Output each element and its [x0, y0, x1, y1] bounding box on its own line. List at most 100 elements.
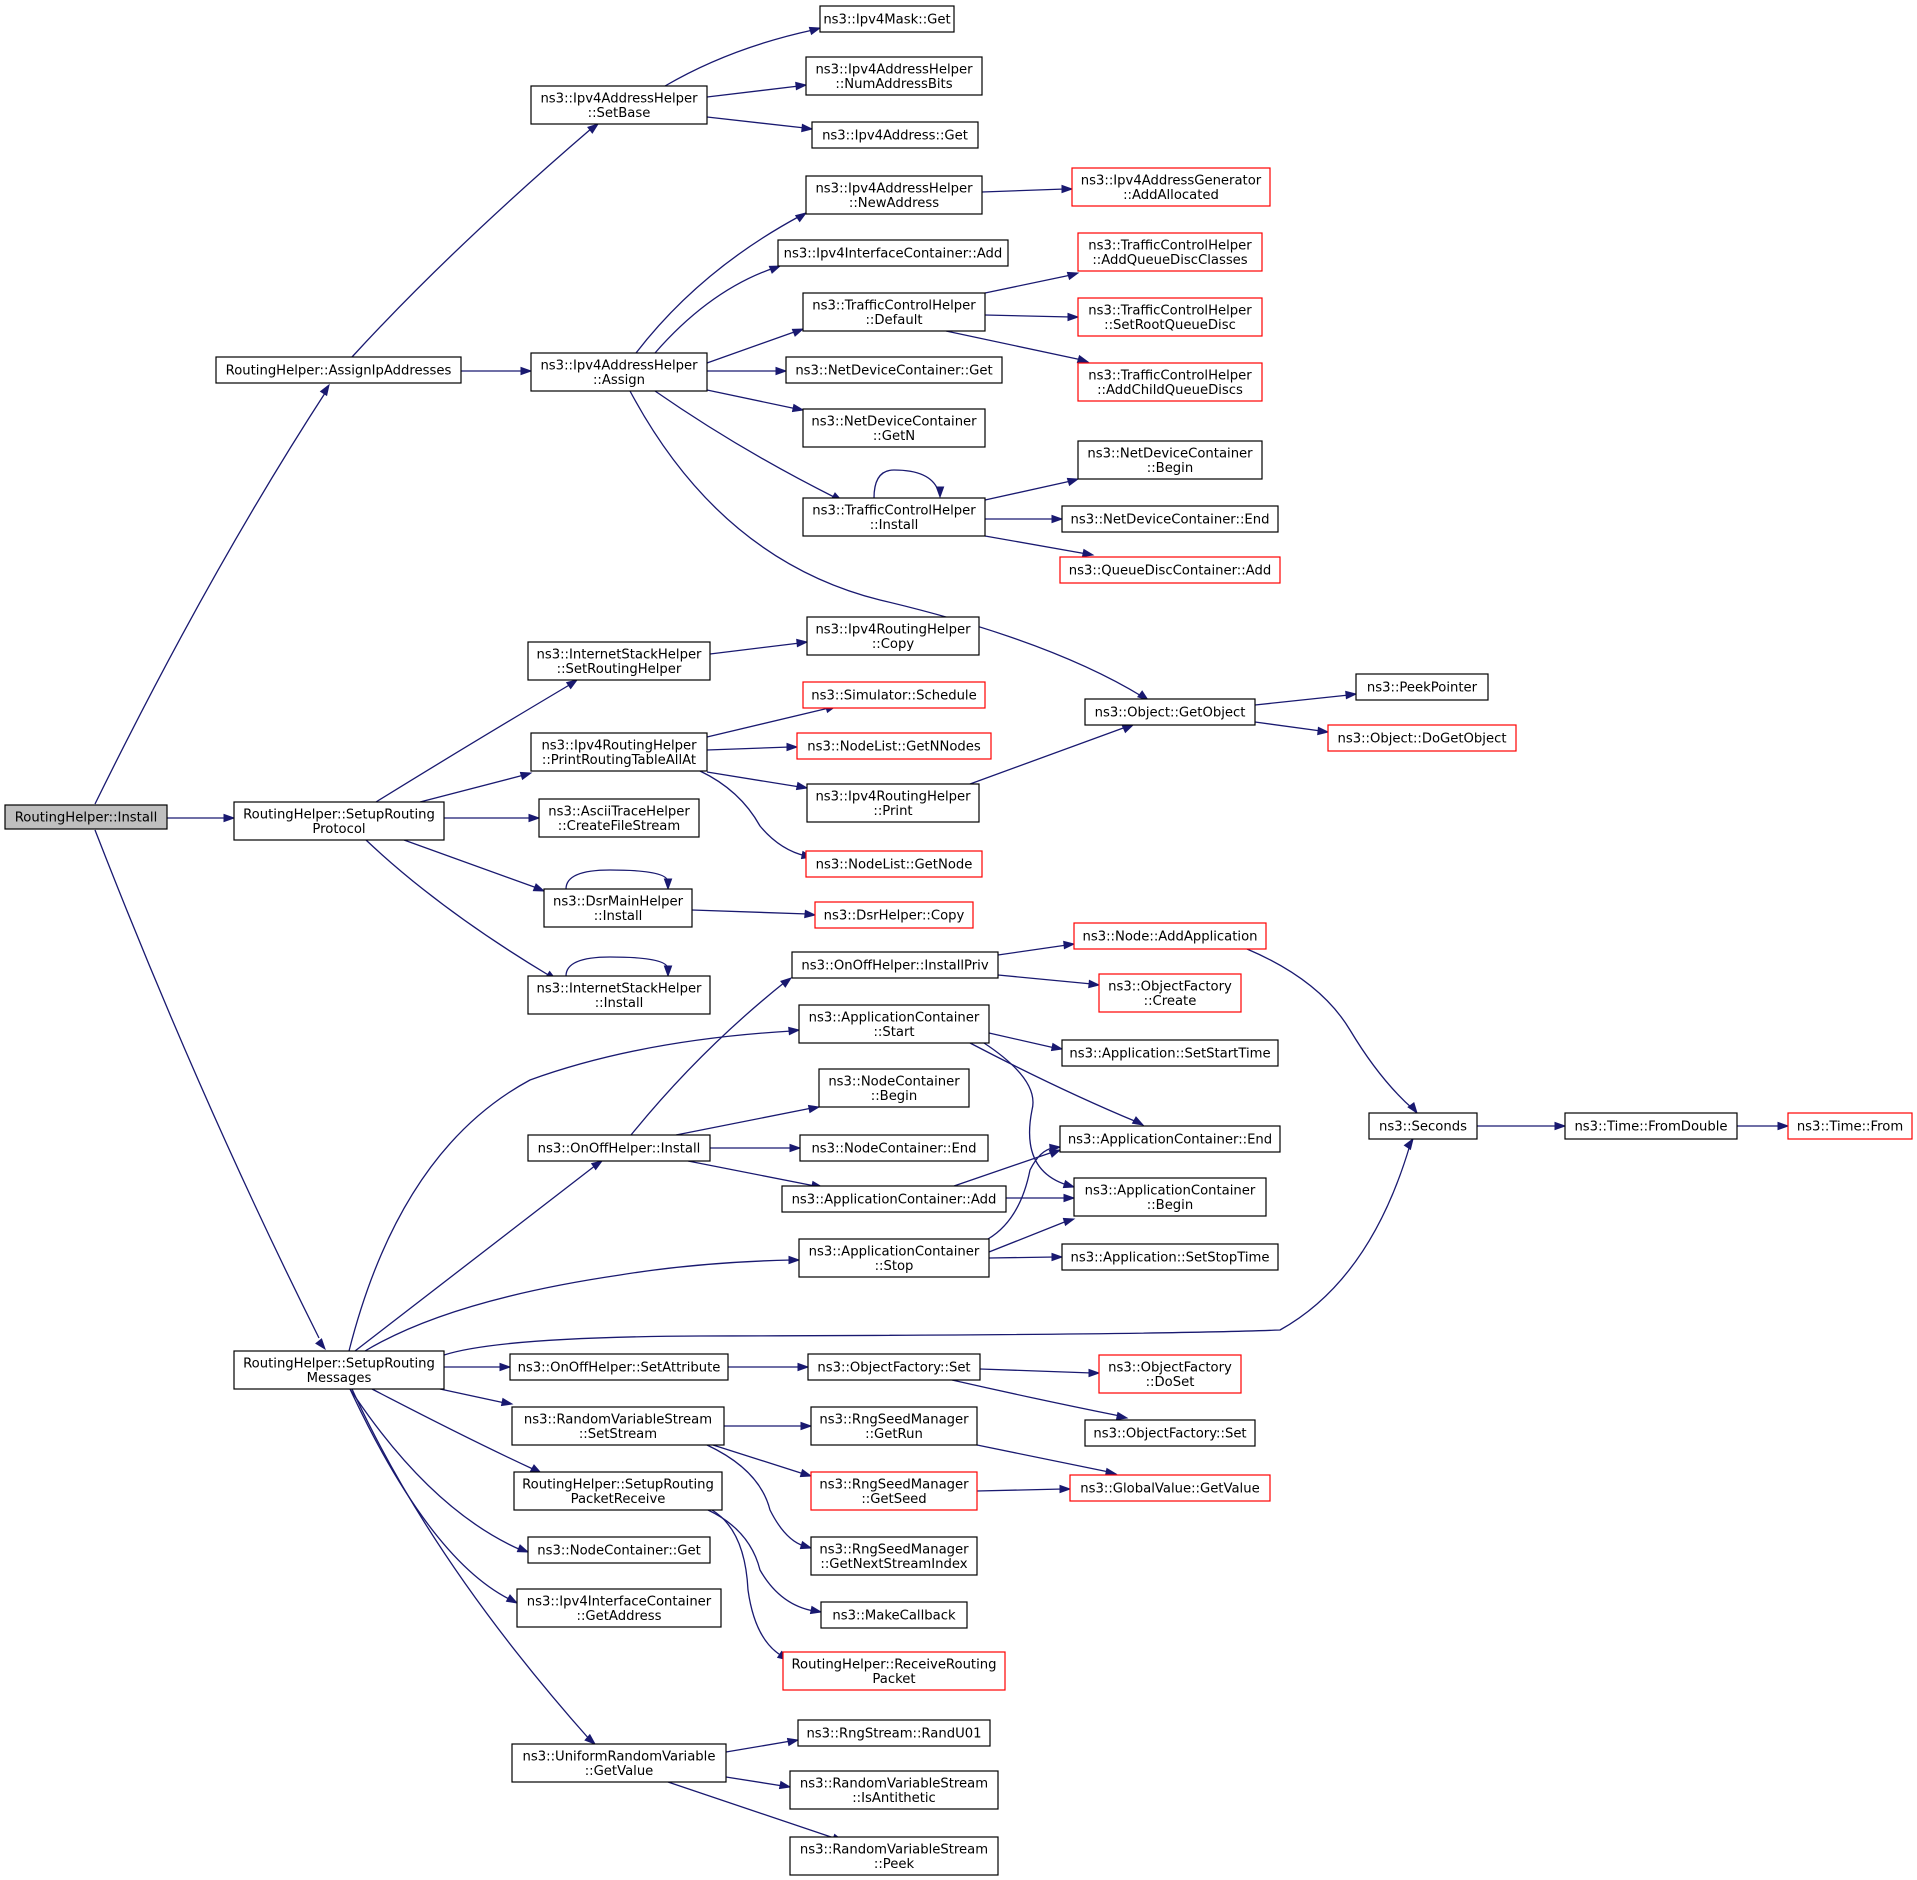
graph-node-appc-add[interactable]: ns3::ApplicationContainer::Add	[781, 1185, 1007, 1213]
graph-node-dsrhelper-copy[interactable]: ns3::DsrHelper::Copy	[814, 901, 974, 929]
graph-node-node-addapp[interactable]: ns3::Node::AddApplication	[1073, 922, 1267, 950]
graph-node-ipv4ah-assign[interactable]: ns3::Ipv4AddressHelper::Assign	[530, 352, 708, 392]
graph-node-ndc-get[interactable]: ns3::NetDeviceContainer::Get	[785, 356, 1003, 384]
graph-node-appc-stop[interactable]: ns3::ApplicationContainer::Stop	[798, 1238, 990, 1278]
graph-node-rvs-setstream[interactable]: ns3::RandomVariableStream::SetStream	[511, 1406, 725, 1446]
graph-node-assignip[interactable]: RoutingHelper::AssignIpAddresses	[215, 356, 462, 384]
graph-node-seconds[interactable]: ns3::Seconds	[1368, 1112, 1478, 1140]
graph-node-ndc-end[interactable]: ns3::NetDeviceContainer::End	[1061, 505, 1279, 533]
graph-node-appc-end[interactable]: ns3::ApplicationContainer::End	[1059, 1125, 1281, 1153]
graph-node-of-doset[interactable]: ns3::ObjectFactory::DoSet	[1098, 1354, 1242, 1394]
graph-node-ish-install[interactable]: ns3::InternetStackHelper::Install	[527, 975, 711, 1015]
graph-node-makecallback[interactable]: ns3::MakeCallback	[820, 1601, 968, 1629]
node-label: ns3::NodeList::GetNode	[816, 858, 973, 873]
graph-node-nl-getnode[interactable]: ns3::NodeList::GetNode	[805, 850, 983, 878]
arrowhead	[791, 403, 805, 413]
graph-node-time-from[interactable]: ns3::Time::From	[1787, 1112, 1913, 1140]
graph-node-qdc-add[interactable]: ns3::QueueDiscContainer::Add	[1059, 556, 1281, 584]
arrowhead	[1051, 514, 1064, 524]
graph-node-appc-begin[interactable]: ns3::ApplicationContainer::Begin	[1073, 1177, 1267, 1217]
call-edge-setuproutingprot-to-ascii_cfs	[444, 813, 541, 823]
graph-node-nc-end[interactable]: ns3::NodeContainer::End	[799, 1134, 989, 1162]
graph-node-printrtall[interactable]: ns3::Ipv4RoutingHelper::PrintRoutingTabl…	[530, 732, 708, 772]
node-label: ::NumAddressBits	[835, 77, 952, 92]
graph-node-onoff-setattr[interactable]: ns3::OnOffHelper::SetAttribute	[509, 1353, 729, 1381]
graph-node-rsm-getnextsi[interactable]: ns3::RngSeedManager::GetNextStreamIndex	[810, 1536, 978, 1576]
graph-node-ipv4ic-add[interactable]: ns3::Ipv4InterfaceContainer::Add	[777, 239, 1009, 267]
node-label: RoutingHelper::SetupRouting	[522, 1477, 714, 1492]
graph-node-ascii-cfs[interactable]: ns3::AsciiTraceHelper::CreateFileStream	[538, 798, 700, 838]
graph-node-ipv4rh-copy[interactable]: ns3::Ipv4RoutingHelper::Copy	[806, 616, 980, 656]
edge-line	[439, 1388, 506, 1404]
graph-node-addqdclasses[interactable]: ns3::TrafficControlHelper::AddQueueDiscC…	[1077, 232, 1263, 272]
graph-node-ipv4rh-print[interactable]: ns3::Ipv4RoutingHelper::Print	[806, 783, 980, 823]
graph-node-app-setstop[interactable]: ns3::Application::SetStopTime	[1061, 1243, 1279, 1271]
graph-node-ipv4ic-getaddr[interactable]: ns3::Ipv4InterfaceContainer::GetAddress	[516, 1588, 722, 1628]
graph-node-ipv4mask-get[interactable]: ns3::Ipv4Mask::Get	[819, 5, 955, 33]
arrowhead	[800, 1421, 813, 1431]
node-box	[802, 681, 986, 709]
node-label: ::Install	[870, 518, 919, 533]
node-box	[538, 798, 700, 838]
graph-node-ish-setrouting[interactable]: ns3::InternetStackHelper::SetRoutingHelp…	[527, 641, 711, 681]
graph-node-rvs-isanti[interactable]: ns3::RandomVariableStream::IsAntithetic	[789, 1770, 999, 1810]
graph-node-getobject[interactable]: ns3::Object::GetObject	[1084, 698, 1256, 726]
node-label: ::PrintRoutingTableAllAt	[542, 753, 696, 768]
arrowhead	[1063, 1193, 1076, 1203]
arrowhead	[1050, 1042, 1064, 1052]
graph-node-ndc-getn[interactable]: ns3::NetDeviceContainer::GetN	[802, 408, 986, 448]
node-box	[1059, 1125, 1281, 1153]
call-edge-setuproutingprot-to-ish_setrouting	[375, 679, 579, 803]
graph-node-urv-getvalue[interactable]: ns3::UniformRandomVariable::GetValue	[511, 1743, 727, 1783]
graph-node-dsrmain-install[interactable]: ns3::DsrMainHelper::Install	[543, 888, 693, 928]
graph-node-onoff-install[interactable]: ns3::OnOffHelper::Install	[527, 1134, 711, 1162]
graph-node-addchildqds[interactable]: ns3::TrafficControlHelper::AddChildQueue…	[1077, 362, 1263, 402]
graph-node-of-set2[interactable]: ns3::ObjectFactory::Set	[1084, 1419, 1256, 1447]
graph-node-tch-install[interactable]: ns3::TrafficControlHelper::Install	[802, 497, 986, 537]
graph-node-rsm-getrun[interactable]: ns3::RngSeedManager::GetRun	[810, 1406, 978, 1446]
graph-node-setrootqd[interactable]: ns3::TrafficControlHelper::SetRootQueueD…	[1077, 297, 1263, 337]
graph-node-dogetobject[interactable]: ns3::Object::DoGetObject	[1327, 724, 1517, 752]
arrowhead	[778, 1780, 792, 1790]
graph-node-ipv4addr-get[interactable]: ns3::Ipv4Address::Get	[811, 121, 979, 149]
graph-node-rs-randu01[interactable]: ns3::RngStream::RandU01	[797, 1719, 991, 1747]
edge-line	[706, 389, 798, 410]
node-box	[802, 408, 986, 448]
graph-node-onoff-installpriv[interactable]: ns3::OnOffHelper::InstallPriv	[791, 951, 999, 979]
graph-node-ipv4ah-setbase[interactable]: ns3::Ipv4AddressHelper::SetBase	[530, 85, 708, 125]
edge-line	[654, 267, 775, 354]
graph-node-tch-default[interactable]: ns3::TrafficControlHelper::Default	[802, 292, 986, 332]
graph-node-sim-schedule[interactable]: ns3::Simulator::Schedule	[802, 681, 986, 709]
graph-node-newaddress[interactable]: ns3::Ipv4AddressHelper::NewAddress	[805, 175, 983, 215]
graph-node-app-setstart[interactable]: ns3::Application::SetStartTime	[1061, 1039, 1279, 1067]
graph-node-gv-getvalue[interactable]: ns3::GlobalValue::GetValue	[1069, 1474, 1271, 1502]
graph-node-numaddrbits[interactable]: ns3::Ipv4AddressHelper::NumAddressBits	[805, 56, 983, 96]
call-edge-setuproutingmsg-to-onoff_setattr	[444, 1362, 512, 1372]
graph-node-of-set[interactable]: ns3::ObjectFactory::Set	[807, 1353, 981, 1381]
graph-node-ndc-begin[interactable]: ns3::NetDeviceContainer::Begin	[1077, 440, 1263, 480]
graph-node-nc-begin[interactable]: ns3::NodeContainer::Begin	[818, 1068, 970, 1108]
edge-line	[687, 1160, 816, 1187]
node-label: ns3::Simulator::Schedule	[811, 689, 976, 704]
node-label: ns3::TrafficControlHelper	[1088, 368, 1252, 383]
arrowhead	[808, 26, 822, 36]
graph-node-nl-getnnodes[interactable]: ns3::NodeList::GetNNodes	[796, 732, 992, 760]
graph-node-addallocated[interactable]: ns3::Ipv4AddressGenerator::AddAllocated	[1071, 167, 1271, 207]
call-edge-setuproutingmsg-to-ipv4ic_getaddr	[349, 1388, 519, 1604]
graph-node-of-create[interactable]: ns3::ObjectFactory::Create	[1098, 973, 1242, 1013]
call-edge-setuproutingmsg-to-setuppktrecv	[371, 1388, 543, 1474]
graph-node-rvs-peek[interactable]: ns3::RandomVariableStream::Peek	[789, 1836, 999, 1876]
graph-node-nc-get[interactable]: ns3::NodeContainer::Get	[527, 1536, 711, 1564]
graph-node-time-fromdouble[interactable]: ns3::Time::FromDouble	[1564, 1112, 1738, 1140]
graph-node-rsm-getseed[interactable]: ns3::RngSeedManager::GetSeed	[810, 1471, 978, 1511]
graph-node-appc-start[interactable]: ns3::ApplicationContainer::Start	[798, 1004, 990, 1044]
graph-node-peekpointer[interactable]: ns3::PeekPointer	[1355, 673, 1489, 701]
node-box	[819, 5, 955, 33]
node-box	[1059, 556, 1281, 584]
node-label: ns3::Ipv4AddressHelper	[815, 181, 973, 196]
node-label: ns3::MakeCallback	[832, 1609, 956, 1624]
